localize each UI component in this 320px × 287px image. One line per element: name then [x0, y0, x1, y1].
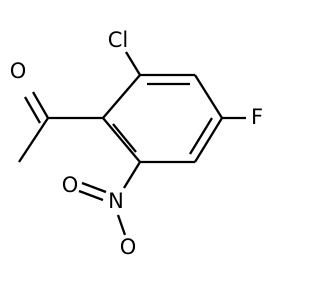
ring-bond-c3-c4 — [194, 74, 223, 119]
atom-nitro-nitrogen: N — [108, 189, 124, 213]
molecule-drawing: Cl F N O O O — [10, 28, 263, 259]
structure-canvas: Cl F N O O O — [10, 28, 263, 259]
ring-bond-c1-c2 — [102, 74, 141, 119]
ring-bond-c6-c1 — [102, 117, 141, 163]
atom-chlorine: Cl — [108, 28, 129, 52]
atom-fluorine: F — [251, 105, 263, 129]
atom-nitro-oxygen-bottom: O — [120, 235, 137, 259]
bond-carbonyl-o-a — [32, 91, 49, 119]
atom-nitro-oxygen-left: O — [62, 173, 79, 197]
bond-n-o-bottom — [116, 214, 127, 236]
bond-n-o-left-a — [81, 181, 107, 194]
bond-carbonyl-methyl — [18, 117, 49, 163]
bond-n-o-left-b — [78, 189, 104, 202]
ring-bond-c4-c5-inner — [189, 117, 213, 155]
ring-bond-c6-c1-inner — [112, 123, 137, 153]
bond-c2-cl — [125, 51, 141, 76]
bond-carbonyl-o-b — [24, 96, 41, 124]
bond-c6-n — [123, 161, 141, 189]
atom-carbonyl-oxygen: O — [10, 59, 27, 83]
ring-bond-c4-c5 — [194, 117, 223, 163]
